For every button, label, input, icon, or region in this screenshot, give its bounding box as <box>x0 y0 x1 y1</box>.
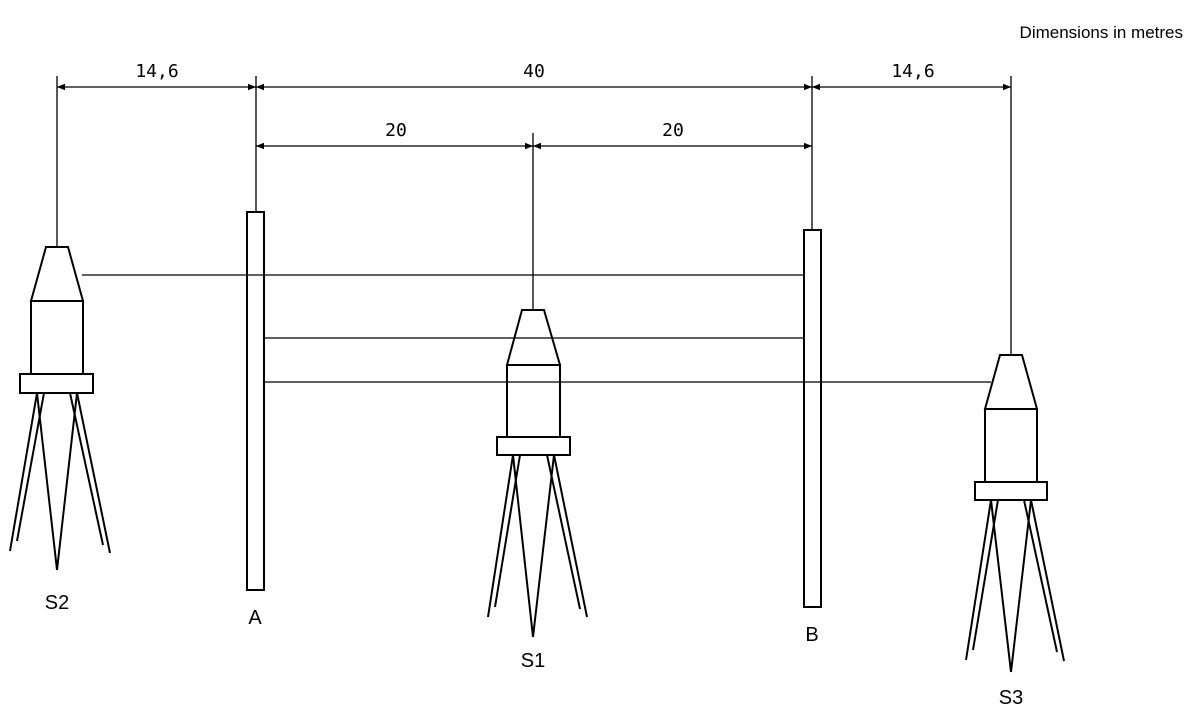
units-note: Dimensions in metres <box>1020 23 1183 42</box>
dim-a-b: 40 <box>523 61 545 82</box>
instrument-s3 <box>965 354 1065 673</box>
dim-b-s3: 14,6 <box>891 61 934 82</box>
sight-lines <box>82 274 991 383</box>
dim-a-s1: 20 <box>385 120 407 141</box>
extension-lines <box>56 76 1012 355</box>
instrument-s1 <box>487 309 588 638</box>
label-s2: S2 <box>45 592 69 614</box>
label-s1: S1 <box>521 650 545 672</box>
label-s3: S3 <box>999 687 1023 709</box>
staff-a <box>246 211 265 591</box>
dim-s2-a: 14,6 <box>135 61 178 82</box>
instrument-s2 <box>9 246 111 571</box>
dimension-lines <box>57 83 1011 150</box>
dim-s1-b: 20 <box>662 120 684 141</box>
label-b: B <box>805 624 818 646</box>
label-a: A <box>248 607 262 629</box>
staff-b <box>803 229 822 608</box>
